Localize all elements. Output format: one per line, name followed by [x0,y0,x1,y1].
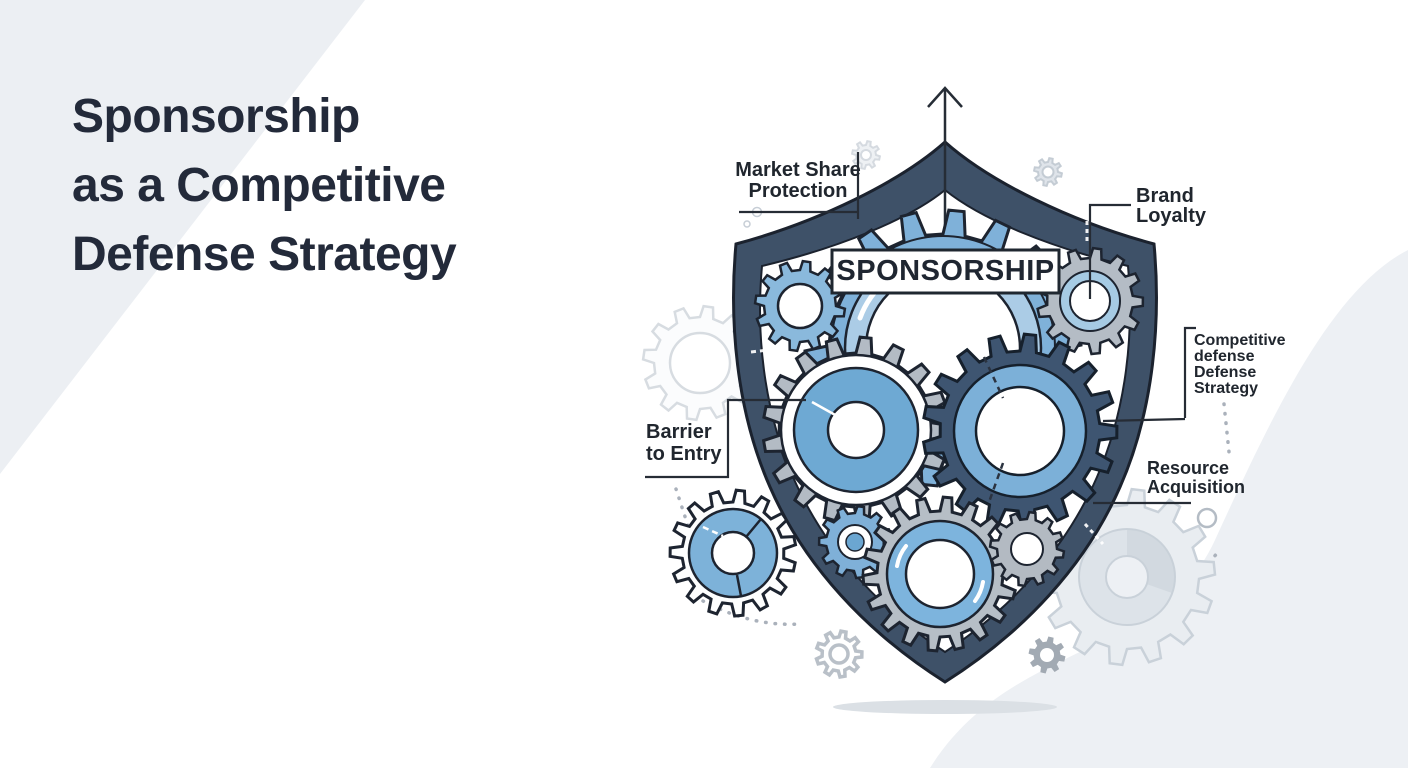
faded-gear-icon [641,304,759,422]
brand-loyalty-leader-line [1088,203,1131,299]
sponsorship-banner [830,248,1061,295]
speck-circle [1196,507,1218,529]
page-title: Sponsorship as a Competitive Defense Str… [72,82,457,289]
title-line: Defense Strategy [72,228,457,281]
label-market-share-protection: Market Share Protection [735,159,861,202]
pie-gear-icon [668,488,798,618]
leader-lines [645,152,1196,505]
mini-gear-icon [1032,156,1064,188]
gear-resource-icon [921,332,1119,530]
label-competitive-defense: Competitive defense Defense Strategy [1194,332,1286,397]
border-dashes [750,221,1105,546]
mini-gear-icon [1028,636,1066,674]
label-brand-loyalty: Brand Loyalty [1136,185,1207,227]
label-resource-acquisition: Resource Acquisition [1147,458,1245,497]
background-wedge-left [0,0,365,474]
market-share-leader-line [739,152,860,219]
label-barrier-to-entry: Barrier to Entry [646,421,722,465]
gear-bottom-center-icon [861,495,1019,653]
title-line: Sponsorship [72,90,360,143]
gear-small-gray-icon [988,510,1066,588]
sponsorship-banner-label: SPONSORSHIP [836,255,1055,287]
mini-gear-icon [814,629,864,679]
background-wedge-right [930,250,1408,768]
gear-market-share-icon [753,259,847,353]
competitive-leader-line [1102,326,1196,423]
gear-brand-loyalty-icon [1036,246,1145,356]
barrier-leader-line [645,398,806,479]
title-line: as a Competitive [72,159,446,212]
speck-circle [743,220,751,228]
shield-shadow [833,700,1057,714]
